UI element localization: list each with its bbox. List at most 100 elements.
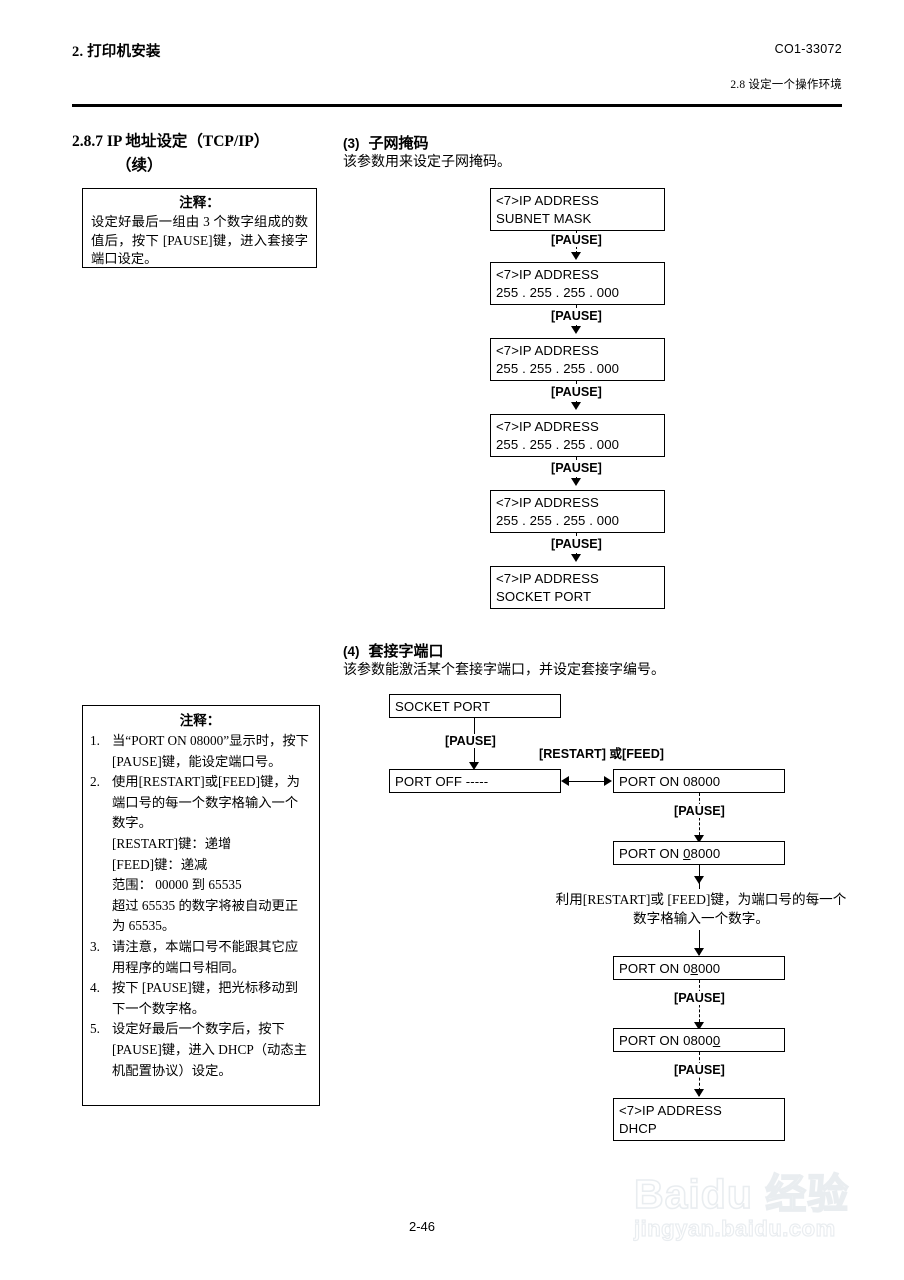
lcd-line-1: <7>IP ADDRESS bbox=[496, 343, 599, 358]
arrowhead-left-icon bbox=[561, 776, 569, 786]
lcd-box-port-on-digit1: PORT ON 08000 bbox=[613, 841, 785, 865]
list-item-subline: 超过 65535 的数字将被自动更正为 65535。 bbox=[112, 897, 299, 934]
lcd-line-1: <7>IP ADDRESS bbox=[496, 495, 599, 510]
lcd-line-2: SOCKET PORT bbox=[496, 589, 592, 604]
header-section-ref: 2.8 设定一个操作环境 bbox=[730, 79, 842, 91]
lcd-line-2: 255 . 255 . 255 . 000 bbox=[496, 361, 620, 376]
list-item-text: 请注意，本端口号不能跟其它应用程序的端口号相同。 bbox=[112, 938, 299, 975]
lcd-box-ip-4: <7>IP ADDRESS 255 . 255 . 255 . 000 bbox=[490, 490, 665, 533]
lcd-box-port-on-digit5: PORT ON 08000 bbox=[613, 1028, 785, 1052]
lcd-line-1: SOCKET PORT bbox=[395, 699, 491, 714]
arrowhead-icon bbox=[694, 1022, 704, 1030]
list-item-number: 4. bbox=[90, 980, 100, 996]
lcd-text-cursor-digit: 0 bbox=[683, 846, 691, 861]
connector-label-pause: [PAUSE] bbox=[671, 1063, 728, 1077]
header-doc-code: CO1-33072 bbox=[774, 42, 842, 56]
connector-label-pause: [PAUSE] bbox=[442, 734, 499, 748]
header-chapter-title: 2. 打印机安装 bbox=[72, 44, 161, 60]
page-number-value: 2-46 bbox=[408, 1219, 436, 1234]
connector-label-pause: [PAUSE] bbox=[548, 461, 605, 475]
list-item-text: 按下 [PAUSE]键，把光标移动到下一个数字格。 bbox=[112, 980, 299, 1016]
connector-label-pause: [PAUSE] bbox=[671, 991, 728, 1005]
lcd-box-ip-2: <7>IP ADDRESS 255 . 255 . 255 . 000 bbox=[490, 338, 665, 381]
lcd-box-dhcp: <7>IP ADDRESS DHCP bbox=[613, 1098, 785, 1141]
lcd-box-port-on: PORT ON 08000 bbox=[613, 769, 785, 793]
list-item-subline: [RESTART]键：递增 bbox=[112, 835, 232, 851]
arrowhead-icon bbox=[694, 835, 704, 843]
lcd-line-2: 255 . 255 . 255 . 000 bbox=[496, 285, 620, 300]
note-box-bottom: 注释： 1. 当“PORT ON 08000”显示时，按下 [PAUSE]键，能… bbox=[82, 705, 320, 1106]
lcd-box-port-on-digit2: PORT ON 08000 bbox=[613, 956, 785, 980]
note-top-body: 设定好最后一组由 3 个数字组成的数值后，按下 [PAUSE]键，进入套接字端口… bbox=[91, 214, 308, 267]
lcd-line-2: 255 . 255 . 255 . 000 bbox=[496, 513, 620, 528]
arrowhead-icon bbox=[571, 252, 581, 260]
page-title: 2.8.7 IP 地址设定（TCP/IP） （续） bbox=[72, 130, 337, 178]
list-item-subline: 范围： 00000 到 65535 bbox=[112, 877, 242, 893]
arrowhead-icon bbox=[571, 554, 581, 562]
list-item: 1. 当“PORT ON 08000”显示时，按下 [PAUSE]键，能设定端口… bbox=[90, 731, 310, 772]
inline-note-restart-feed: 利用[RESTART]或 [FEED]键，为端口号的每一个数字格输入一个数字。 bbox=[555, 892, 847, 926]
list-item: 4. 按下 [PAUSE]键，把光标移动到下一个数字格。 bbox=[90, 978, 310, 1019]
lcd-line-1: <7>IP ADDRESS bbox=[619, 1103, 722, 1118]
connector-label-pause: [PAUSE] bbox=[548, 385, 605, 399]
lcd-text-prefix: PORT ON 0 bbox=[619, 961, 691, 976]
list-item-number: 2. bbox=[90, 774, 100, 790]
section-continued: （续） bbox=[116, 157, 163, 174]
lcd-box-ip-3: <7>IP ADDRESS 255 . 255 . 255 . 000 bbox=[490, 414, 665, 457]
part4-description: 该参数能激活某个套接字端口，并设定套接字编号。 bbox=[343, 663, 665, 678]
list-item-text: 使用[RESTART]或[FEED]键，为端口号的每一个数字格输入一个数字。 bbox=[112, 774, 300, 831]
connector-arrow bbox=[699, 930, 700, 955]
lcd-text-suffix: 000 bbox=[697, 961, 721, 976]
lcd-line-1: <7>IP ADDRESS bbox=[496, 193, 599, 208]
arrowhead-icon bbox=[694, 1089, 704, 1097]
connector-label-pause: [PAUSE] bbox=[671, 804, 728, 818]
lcd-line-2: SUBNET MASK bbox=[496, 211, 592, 226]
lcd-box-port-off: PORT OFF ----- bbox=[389, 769, 561, 793]
lcd-line-1: <7>IP ADDRESS bbox=[496, 267, 599, 282]
lcd-text-suffix: 8000 bbox=[690, 846, 721, 861]
list-item-number: 3. bbox=[90, 938, 100, 954]
arrowhead-right-icon bbox=[604, 776, 612, 786]
part3-title: 子网掩码 bbox=[368, 136, 429, 152]
part3-label: (3) bbox=[343, 136, 360, 151]
lcd-line-1: <7>IP ADDRESS bbox=[496, 571, 599, 586]
list-item-number: 5. bbox=[90, 1021, 100, 1037]
part4-heading: (4)套接字端口 bbox=[343, 640, 444, 661]
lcd-line-2: 255 . 255 . 255 . 000 bbox=[496, 437, 620, 452]
section-number-title: 2.8.7 IP 地址设定（TCP/IP） bbox=[72, 133, 270, 150]
note-bottom-list: 1. 当“PORT ON 08000”显示时，按下 [PAUSE]键，能设定端口… bbox=[90, 731, 310, 1081]
note-top-title: 注释： bbox=[179, 195, 220, 210]
arrowhead-icon bbox=[571, 326, 581, 334]
arrowhead-icon bbox=[571, 478, 581, 486]
list-item-subline: [FEED]键：递减 bbox=[112, 856, 208, 872]
lcd-box-socket-port: SOCKET PORT bbox=[389, 694, 561, 718]
arrowhead-icon bbox=[694, 948, 704, 956]
list-item: 3. 请注意，本端口号不能跟其它应用程序的端口号相同。 bbox=[90, 937, 310, 978]
list-item-text: 当“PORT ON 08000”显示时，按下 [PAUSE]键，能设定端口号。 bbox=[112, 733, 309, 769]
note-box-top: 注释： 设定好最后一组由 3 个数字组成的数值后，按下 [PAUSE]键，进入套… bbox=[82, 188, 317, 268]
lcd-box-ip-1: <7>IP ADDRESS 255 . 255 . 255 . 000 bbox=[490, 262, 665, 305]
connector-label-pause: [PAUSE] bbox=[548, 233, 605, 247]
lcd-line-1: PORT ON 08000 bbox=[619, 774, 721, 789]
arrowhead-icon bbox=[694, 876, 704, 884]
lcd-box-socket-port-end: <7>IP ADDRESS SOCKET PORT bbox=[490, 566, 665, 609]
connector-label-pause: [PAUSE] bbox=[548, 537, 605, 551]
lcd-text-cursor-digit: 8 bbox=[690, 961, 698, 976]
lcd-line-1: PORT OFF ----- bbox=[395, 774, 489, 789]
page-number: 2-46 bbox=[0, 1219, 904, 1234]
header-rule bbox=[72, 104, 842, 107]
part3-heading: (3) 子网掩码 bbox=[343, 132, 429, 153]
connector-label-restart-feed: [RESTART] 或[FEED] bbox=[539, 747, 664, 761]
arrowhead-icon bbox=[571, 402, 581, 410]
lcd-line-1: <7>IP ADDRESS bbox=[496, 419, 599, 434]
list-item: 5. 设定好最后一个数字后，按下 [PAUSE]键，进入 DHCP（动态主机配置… bbox=[90, 1019, 310, 1081]
note-bottom-title: 注释： bbox=[179, 713, 221, 728]
lcd-line-2: DHCP bbox=[619, 1121, 657, 1136]
list-item-text: 设定好最后一个数字后，按下 [PAUSE]键，进入 DHCP（动态主机配置协议）… bbox=[112, 1021, 307, 1078]
lcd-box-subnet-mask: <7>IP ADDRESS SUBNET MASK bbox=[490, 188, 665, 231]
arrowhead-icon bbox=[469, 762, 479, 770]
lcd-text-prefix: PORT ON 0800 bbox=[619, 1033, 713, 1048]
list-item: 2. 使用[RESTART]或[FEED]键，为端口号的每一个数字格输入一个数字… bbox=[90, 772, 310, 937]
connector-label-pause: [PAUSE] bbox=[548, 309, 605, 323]
